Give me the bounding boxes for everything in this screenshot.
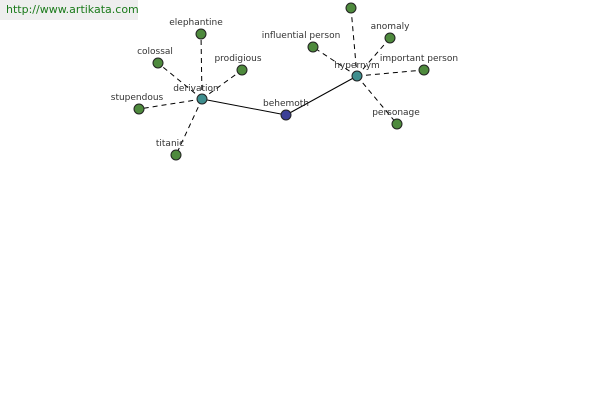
edge-derivation-stupendous	[138, 98, 203, 110]
edge-hypernym-unlabeled	[350, 7, 358, 77]
node-important-person[interactable]	[418, 64, 430, 76]
node-elephantine[interactable]	[195, 28, 207, 40]
labels-layer: behemoth derivation hypernym elephantine col…	[111, 18, 458, 149]
label-hypernym[interactable]: hypernym	[334, 61, 380, 71]
node-titanic[interactable]	[170, 149, 182, 161]
node-anomaly[interactable]	[384, 32, 396, 44]
label-important-person[interactable]: important person	[380, 54, 458, 64]
edge-behemoth-hypernym	[285, 75, 358, 116]
nodes-layer	[133, 2, 430, 161]
node-colossal[interactable]	[152, 57, 164, 69]
label-prodigious[interactable]: prodigious	[214, 54, 261, 64]
label-titanic[interactable]: titanic	[156, 139, 184, 149]
node-hypernym[interactable]	[351, 70, 363, 82]
node-unlabeled[interactable]	[345, 2, 357, 14]
node-personage[interactable]	[391, 118, 403, 130]
node-derivation[interactable]	[196, 93, 208, 105]
edge-behemoth-derivation	[201, 98, 287, 116]
site-url-banner[interactable]: http://www.artikata.com	[0, 0, 139, 20]
label-stupendous[interactable]: stupendous	[111, 93, 164, 103]
edge-derivation-colossal	[157, 62, 203, 100]
edge-derivation-elephantine	[200, 33, 203, 100]
edge-derivation-titanic	[175, 98, 203, 156]
label-behemoth[interactable]: behemoth	[263, 99, 309, 109]
edge-hypernym-personage	[356, 75, 398, 125]
label-elephantine[interactable]: elephantine	[169, 18, 223, 28]
label-anomaly[interactable]: anomaly	[371, 22, 411, 32]
label-personage[interactable]: personage	[372, 108, 420, 118]
label-derivation[interactable]: derivation	[173, 84, 219, 94]
label-influential-person[interactable]: influential person	[262, 31, 341, 41]
node-prodigious[interactable]	[236, 64, 248, 76]
label-colossal[interactable]: colossal	[137, 47, 173, 57]
edge-hypernym-important-person	[356, 69, 425, 77]
edges-layer	[138, 7, 425, 156]
node-influential-person[interactable]	[307, 41, 319, 53]
node-stupendous[interactable]	[133, 103, 145, 115]
node-behemoth[interactable]	[280, 109, 292, 121]
